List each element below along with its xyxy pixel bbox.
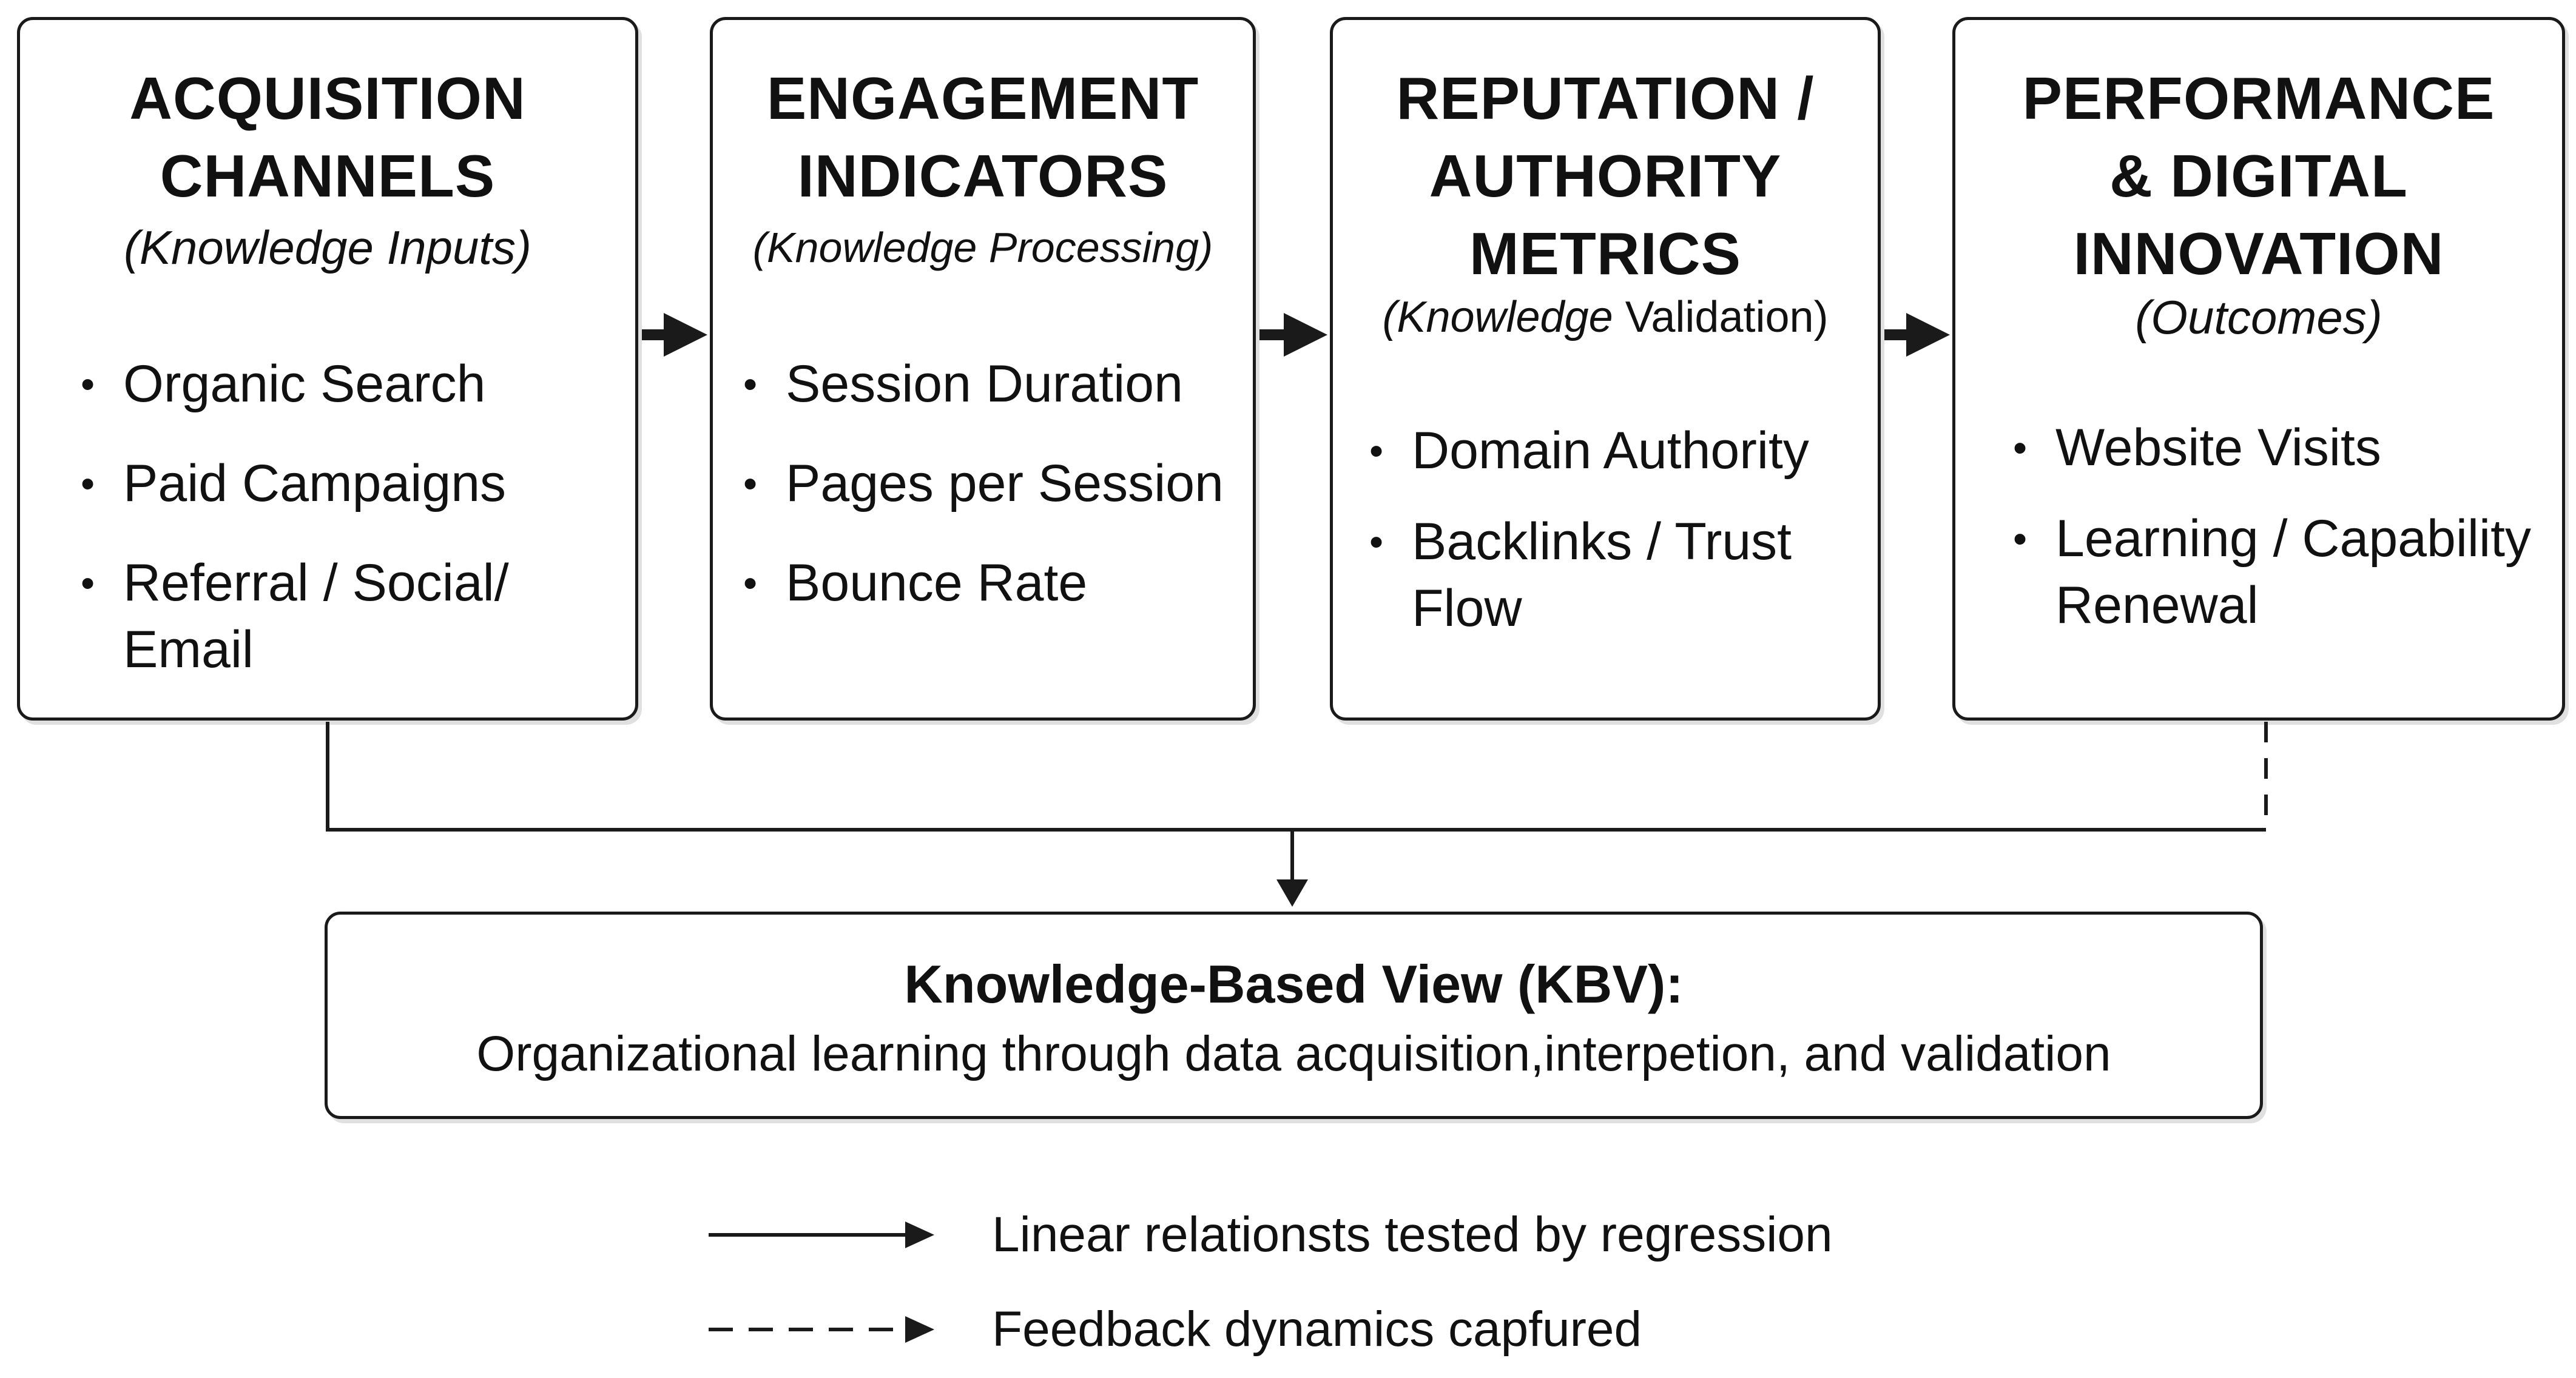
list-item: Bounce Rate xyxy=(743,550,1247,616)
stage-subtitle: (Knowledge Processing) xyxy=(752,224,1213,271)
legend-solid-label: Linear relationsts tested by regression xyxy=(992,1207,1833,1262)
merge-line-from-acquisition xyxy=(326,722,1292,832)
stage-box-acquisition: ACQUISITION CHANNELS (Knowledge Inputs) … xyxy=(17,17,638,721)
list-item: Referral / Social/ Email xyxy=(81,550,560,683)
stage-title: PERFORMANCE & DIGITAL INNOVATION xyxy=(2022,65,2495,287)
legend-dashed-arrowhead xyxy=(905,1316,934,1343)
legend-dashed-label: Feedback dynamics capfured xyxy=(992,1302,1642,1357)
stage-title: ACQUISITION CHANNELS xyxy=(129,65,526,209)
stage-subtitle: (Outcomes) xyxy=(2135,291,2382,344)
stage-box-engagement: ENGAGEMENT INDICATORS (Knowledge Process… xyxy=(710,17,1256,721)
list-item: Session Duration xyxy=(743,351,1247,417)
list-item: Website Visits xyxy=(2013,414,2559,481)
stage-box-reputation: REPUTATION / AUTHORITY METRICS (Knowledg… xyxy=(1330,17,1881,721)
legend-solid-arrowhead xyxy=(905,1222,934,1248)
stage-title: REPUTATION / AUTHORITY METRICS xyxy=(1396,65,1815,287)
stage-title: ENGAGEMENT INDICATORS xyxy=(766,65,1199,209)
list-item: Organic Search xyxy=(81,351,615,417)
kbv-box: Knowledge-Based View (KBV): Organization… xyxy=(325,912,2263,1119)
list-item: Learning / Capability Renewal xyxy=(2013,505,2553,639)
stage-subtitle: (Knowledge Inputs) xyxy=(123,221,532,274)
list-item: Pages per Session xyxy=(743,450,1247,517)
list-item: Paid Campaigns xyxy=(81,450,615,517)
list-item: Domain Authority xyxy=(1369,417,1867,484)
list-item: Backlinks / Trust Flow xyxy=(1369,508,1800,642)
arrow-to-kbv-head xyxy=(1276,879,1308,907)
stage-subtitle: (Knowledge Validation) xyxy=(1382,293,1829,341)
stage-items: Session Duration Pages per Session Bounc… xyxy=(743,351,1247,649)
stage-items: Organic Search Paid Campaigns Referral /… xyxy=(81,351,615,716)
stage-items: Website Visits Learning / Capability Ren… xyxy=(2013,414,2559,671)
kbv-description: Organizational learning through data acq… xyxy=(476,1026,2111,1081)
stage-box-performance: PERFORMANCE & DIGITAL INNOVATION (Outcom… xyxy=(1952,17,2565,721)
kbv-title: Knowledge-Based View (KBV): xyxy=(904,954,1684,1014)
stage-items: Domain Authority Backlinks / Trust Flow xyxy=(1369,417,1867,674)
